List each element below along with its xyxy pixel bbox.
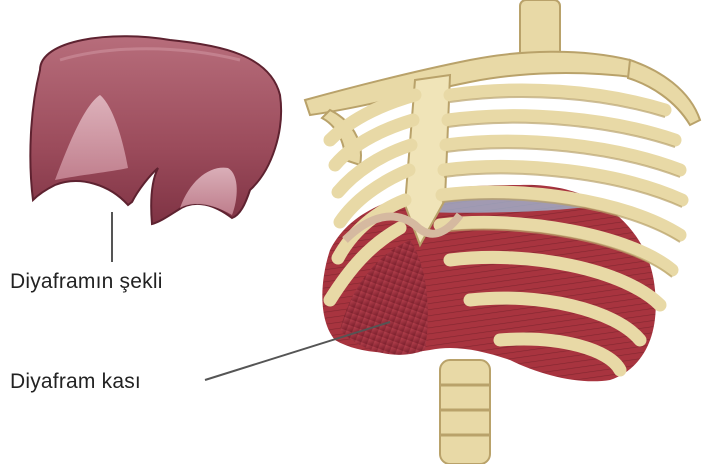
ribcage-skeleton-icon (305, 0, 700, 464)
diaphragm-muscle-label: Diyafram kası (10, 370, 141, 394)
diaphragm-shape-label: Diyaframın şekli (10, 270, 163, 294)
muscle-leader-line (205, 322, 390, 380)
diaphragm-dome-icon (30, 36, 281, 224)
